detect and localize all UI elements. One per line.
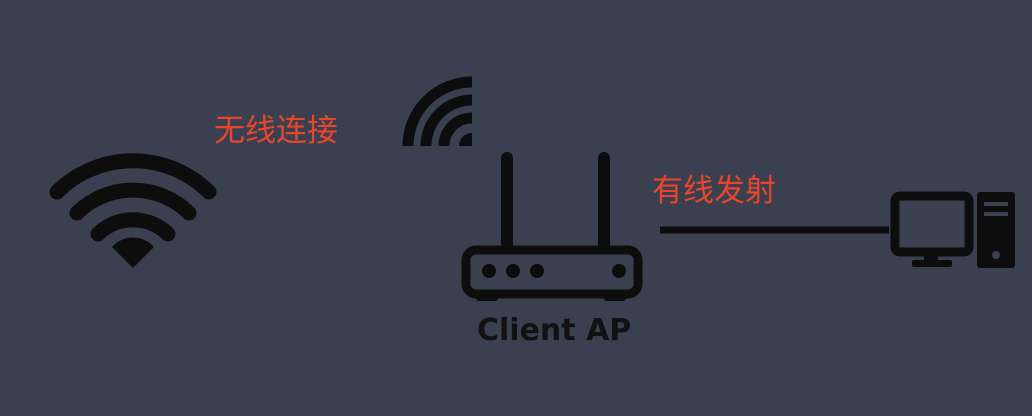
router-caption: Client AP	[477, 313, 632, 348]
router-icon	[461, 152, 643, 301]
desktop-computer-icon	[890, 191, 1015, 268]
wifi-icon	[49, 153, 217, 268]
wired-transmit-label: 有线发射	[652, 173, 776, 209]
wireless-connection-label: 无线连接	[214, 113, 338, 149]
signal-arc-icon	[402, 76, 473, 147]
